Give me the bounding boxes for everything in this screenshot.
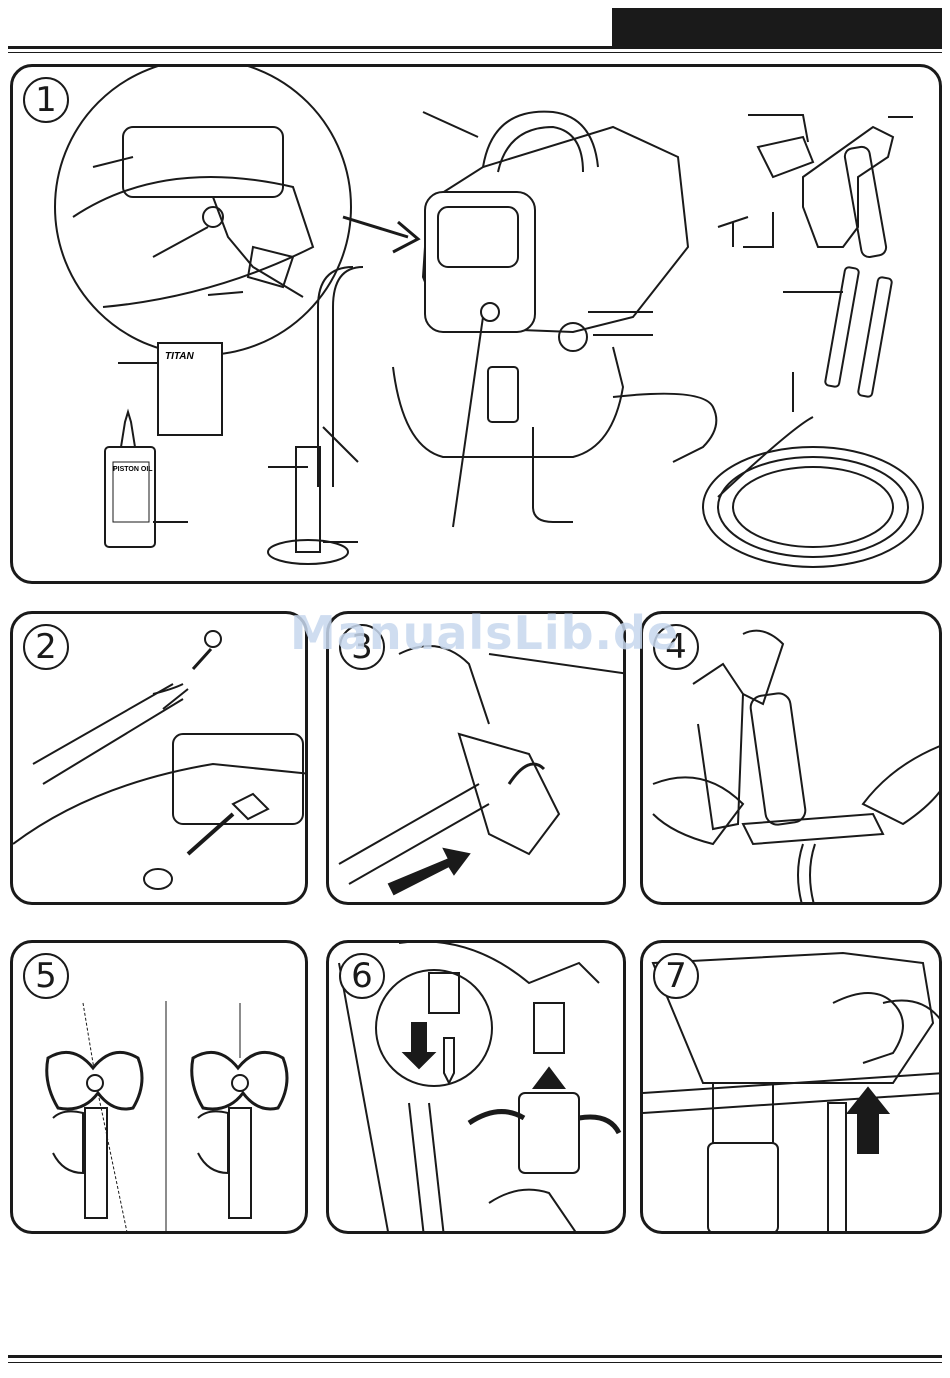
watermark: ManualsLib.de [290, 606, 679, 660]
step-6-panel: 6 [326, 940, 626, 1234]
footer-rule-thin [8, 1362, 942, 1363]
step-5-panel: 5 [10, 940, 308, 1234]
step-1-panel: 1 [10, 64, 942, 584]
header-rule [8, 46, 942, 49]
header-rule-thin [8, 52, 942, 53]
step-4-panel: 4 [640, 611, 942, 905]
header-tab [612, 8, 942, 46]
manual-brand: TITAN [165, 351, 194, 362]
step-7-panel: 7 [640, 940, 942, 1234]
step-number: 6 [339, 953, 385, 999]
step-2-panel: 2 [10, 611, 308, 905]
step-number: 2 [23, 624, 69, 670]
step-number: 5 [23, 953, 69, 999]
footer-rule [8, 1355, 942, 1358]
oil-label: PISTON OIL [113, 466, 153, 473]
step-number: 7 [653, 953, 699, 999]
sprayer-overview-illustration: TITAN PISTON OIL [13, 67, 942, 584]
step-number: 1 [23, 77, 69, 123]
